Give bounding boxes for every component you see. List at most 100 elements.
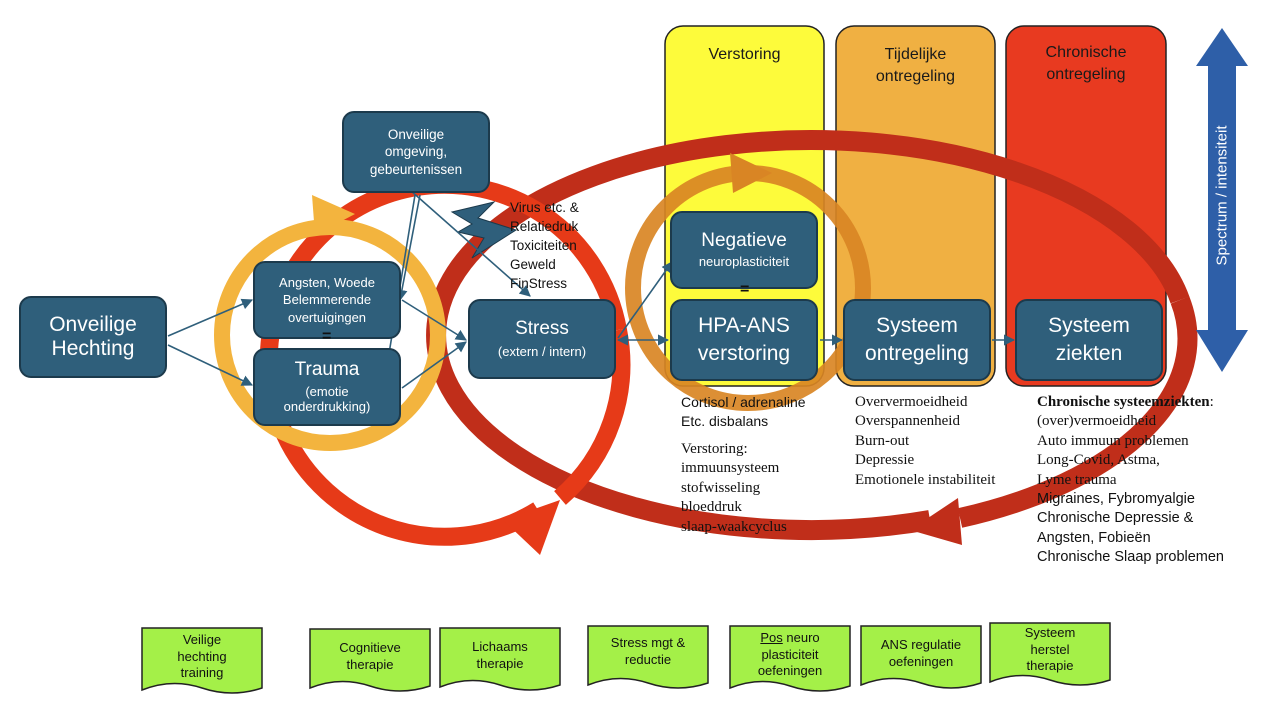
cortisol-line2: Etc. disbalans (681, 413, 769, 429)
arrow-hechting-trauma (167, 344, 254, 386)
therapy-line: Systeem (1024, 624, 1076, 640)
arrow-omgeving-stress (409, 189, 531, 297)
tijdelijk-item: Burn-out (855, 432, 910, 449)
box-omgeving-line2: omgeving, (384, 144, 448, 160)
box-stress: Stress (extern / intern) (468, 299, 616, 379)
box-systeem-ziekten: Systeem ziekten (1015, 299, 1163, 381)
box-systeem-ontregeling-line1: Systeem (876, 313, 958, 337)
column-header-chronische-line1: Chronische (1045, 44, 1127, 61)
stressor-item: Virus etc. & (510, 200, 579, 215)
verstoring-list: Verstoring: immuunsysteem stofwisseling … (681, 440, 787, 537)
therapy-line: training (180, 665, 224, 681)
therapy-line: therapie (346, 657, 394, 672)
stressor-item: Toxiciteiten (510, 238, 577, 253)
connections (167, 189, 1016, 389)
column-header-tijdelijke-line1: Tijdelijke (884, 46, 947, 63)
therapy-line: oefeningen (888, 653, 954, 669)
box-hpa-line1: HPA-ANS (698, 313, 790, 337)
therapy-note-lichaams: Lichaams therapie (440, 628, 560, 683)
therapy-note-1 (141, 627, 263, 694)
lightning-icon (450, 201, 518, 259)
arrow-trauma-stress (401, 341, 467, 389)
equals-negatieve-hpa: = (740, 281, 750, 298)
box-omgeving-line1: Onveilige (387, 126, 445, 142)
box-negatieve-sub: neuroplasticiteit (698, 254, 790, 270)
therapy-line: ANS regulatie (880, 636, 962, 652)
therapy-note-4 (587, 625, 709, 689)
therapy-line: therapie (476, 655, 524, 671)
tijdelijk-item: Emotionele instabiliteit (855, 471, 996, 488)
therapy-notes (141, 622, 1111, 694)
chronisch-item: (over)vermoeidheid (1037, 413, 1157, 430)
arrow-stress-negatieve (617, 261, 673, 339)
therapy-line: Veilige (182, 631, 222, 647)
chronisch-list: Chronische systeemziekten: (over)vermoei… (1037, 393, 1224, 568)
stressor-item: FinStress (510, 276, 568, 291)
chronisch-item: Chronische Slaap problemen (1037, 549, 1224, 566)
therapy-note-5 (729, 625, 851, 692)
cortisol-line1: Cortisol / adrenaline (681, 394, 806, 410)
arrow-angsten-stress (401, 299, 467, 341)
box-onveilige-omgeving: Onveilige omgeving, gebeurtenissen (342, 111, 490, 193)
therapy-line: Stress mgt & (610, 635, 686, 651)
box-negatieve-title: Negatieve (701, 229, 787, 251)
stressor-item: Relatiedruk (510, 219, 579, 234)
tijdelijk-list: Oververmoeidheid Overspannenheid Burn-ou… (855, 393, 995, 490)
equals-angsten-trauma: = (322, 328, 332, 345)
chronisch-item: Chronische Depressie & (1037, 510, 1194, 527)
therapy-note-3 (439, 627, 561, 691)
box-angsten-line2: Belemmerende (282, 292, 372, 308)
column-header-chronische-line2: ontregeling (1046, 65, 1126, 83)
cycle-red-arrowhead (503, 500, 560, 555)
chronisch-item: Auto immuun problemen (1037, 432, 1189, 449)
box-onveilige-hechting-line2: Hechting (51, 337, 135, 360)
cycle-orange-arrowhead (730, 153, 772, 193)
spectrum-label: Spectrum / intensiteit (1213, 125, 1231, 266)
therapy-pos-word: Pos (760, 629, 783, 645)
cycle-large-arrowhead (910, 498, 962, 545)
therapy-note-cognitieve: Cognitieve therapie (310, 629, 430, 685)
therapy-line: hechting (177, 648, 227, 664)
box-onveilige-hechting-line1: Onveilige (49, 312, 137, 336)
therapy-line: therapie (1026, 658, 1074, 674)
box-trauma-sub2: onderdrukking) (283, 398, 371, 414)
chronisch-heading-suffix: : (1209, 394, 1214, 410)
chronisch-heading: Chronische systeemziekten: (1037, 393, 1224, 412)
box-stress-title: Stress (515, 317, 569, 339)
spectrum-arrow (1196, 28, 1248, 372)
box-trauma: Trauma (emotie onderdrukking) (253, 348, 401, 426)
therapy-note-6 (860, 625, 982, 689)
cycle-red-circle-tail (554, 328, 631, 505)
therapy-line: Pos neuro (760, 630, 819, 647)
chronisch-item: Lyme trauma (1037, 471, 1117, 488)
therapy-note-veilige-hechting: Veilige hechting training (142, 628, 262, 686)
box-angsten-line1: Angsten, Woede (279, 274, 375, 290)
column-header-verstoring-text: Verstoring (708, 46, 781, 63)
column-header-chronische: Chronische ontregeling (1006, 42, 1166, 85)
box-systeem-ziekten-line1: Systeem (1048, 313, 1130, 337)
box-trauma-title: Trauma (294, 359, 360, 381)
therapy-neuro-word: neuro (782, 629, 820, 645)
chronisch-item: Migraines, Fybromyalgie (1037, 491, 1195, 508)
chronisch-item: Angsten, Fobieën (1037, 529, 1151, 546)
box-systeem-ontregeling: Systeem ontregeling (843, 299, 991, 381)
therapy-note-pos-neuro: Pos neuro plasticiteit oefeningen (730, 626, 850, 684)
tijdelijk-item: Oververmoeidheid (855, 394, 968, 410)
column-header-tijdelijke-line2: ontregeling (875, 67, 956, 85)
box-trauma-sub1: (emotie (305, 383, 349, 399)
cycle-yellow-arrowhead (312, 195, 355, 235)
therapy-note-7 (989, 622, 1111, 686)
therapy-line: oefeningen (757, 663, 823, 679)
box-angsten-line3: overtuigingen (287, 309, 367, 325)
box-omgeving-line3: gebeurtenissen (369, 161, 463, 177)
column-header-tijdelijke: Tijdelijke ontregeling (836, 44, 995, 87)
chronisch-item: Long-Covid, Astma, (1037, 452, 1160, 469)
therapy-line: reductie (624, 652, 672, 667)
tijdelijk-item: Depressie (855, 452, 915, 469)
box-systeem-ziekten-line2: ziekten (1055, 342, 1123, 365)
box-onveilige-hechting: Onveilige Hechting (19, 296, 167, 378)
verstoring-item: immuunsysteem (681, 460, 780, 477)
verstoring-item: bloeddruk (681, 499, 742, 516)
box-hpa-line2: verstoring (697, 342, 791, 365)
